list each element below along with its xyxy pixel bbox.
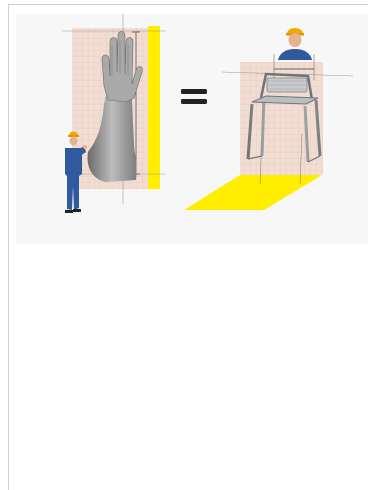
ergonomics-illustration — [16, 14, 368, 244]
worker-portrait-icon — [278, 28, 312, 60]
yellow-reference-bar — [148, 26, 160, 189]
chair-dimension-panel — [184, 28, 353, 210]
equals-icon — [181, 89, 207, 104]
yellow-floor-plane — [184, 175, 322, 210]
